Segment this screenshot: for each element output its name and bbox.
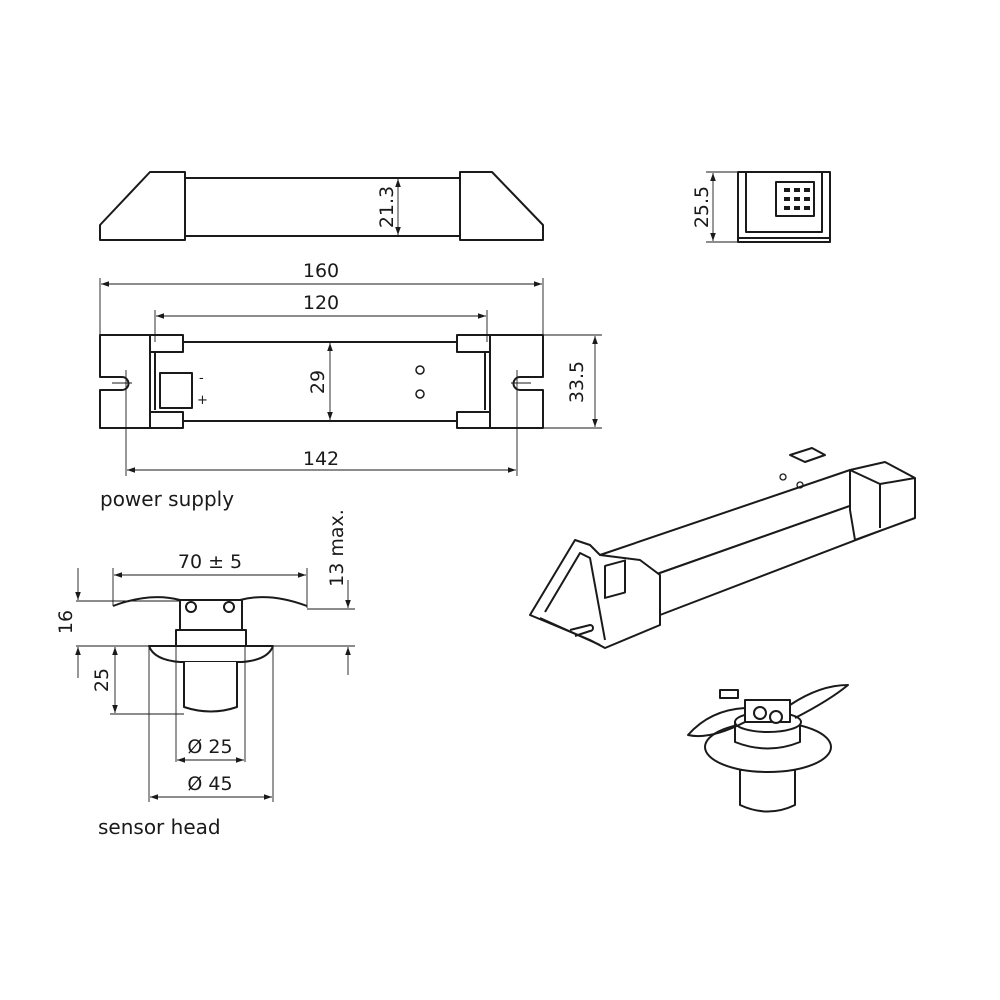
dim-side-height: 21.3 [376, 186, 398, 228]
dim-end-height: 25.5 [691, 186, 713, 228]
dim-body-width: 29 [307, 370, 329, 394]
power-supply-caption: power supply [100, 487, 235, 511]
dim-inner-diameter: Ø 25 [187, 736, 232, 758]
sensor-head-isometric-view [687, 684, 849, 813]
sensor-head-side-view: 70 ± 5 13 max. 16 25 Ø 25 Ø 45 [55, 509, 355, 802]
power-supply-end-view: 25.5 [691, 171, 831, 243]
power-supply-top-view: - + 160 120 29 33.5 142 [99, 260, 602, 476]
dim-overall-width: 33.5 [566, 361, 588, 403]
polarity-minus: - [199, 371, 204, 386]
dim-clip-span: 70 ± 5 [178, 551, 242, 573]
dim-bottom-height: 25 [91, 668, 113, 692]
power-supply-side-view: 21.3 [99, 171, 544, 241]
dim-top-height: 16 [55, 610, 77, 634]
dim-mounting-hole-spacing: 142 [303, 448, 339, 470]
polarity-plus: + [197, 393, 208, 408]
power-supply-isometric-view [529, 447, 916, 649]
dim-outer-diameter: Ø 45 [187, 773, 232, 795]
dim-overall-length: 160 [303, 260, 339, 282]
sensor-head-caption: sensor head [98, 815, 221, 839]
dim-inner-length: 120 [303, 292, 339, 314]
dim-max-depth: 13 max. [326, 509, 348, 587]
